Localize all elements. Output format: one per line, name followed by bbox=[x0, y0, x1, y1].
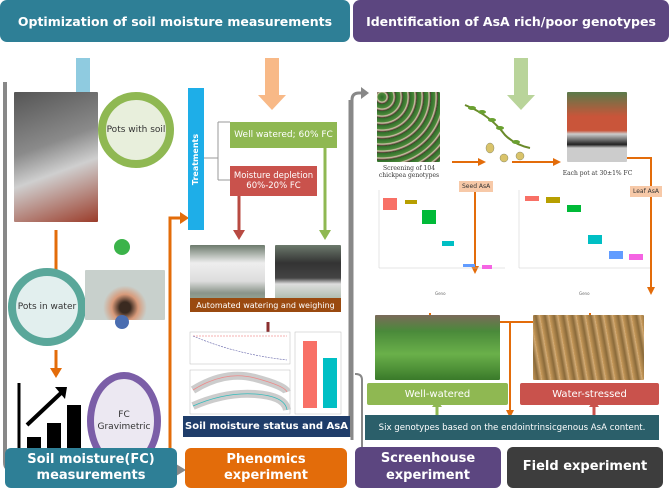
soil-moisture-plots bbox=[189, 331, 342, 415]
photo-chickpea-screening bbox=[377, 92, 440, 162]
automated-watering-label: Automated watering and weighing bbox=[190, 298, 341, 312]
seed-asa-tag: Seed AsA bbox=[459, 181, 494, 192]
seed-asa-boxplot: Geno bbox=[378, 190, 505, 296]
soil-moisture-status-label: Soil moisture status and AsA bbox=[183, 416, 350, 437]
blue-dot bbox=[115, 315, 129, 329]
photo-pot-on-scale bbox=[567, 92, 627, 162]
leaf-asa-tag: Leaf AsA bbox=[630, 186, 662, 197]
six-genotypes-bar: Six genotypes based on the endointrinsic… bbox=[365, 415, 659, 440]
well-watered-label: Well-watered bbox=[367, 383, 508, 405]
chickpea-plant-icon bbox=[464, 104, 531, 163]
green-dot bbox=[114, 239, 130, 255]
circle-pots-with-soil: Pots with soil bbox=[98, 92, 174, 168]
label-screenhouse-experiment: Screenhouse experiment bbox=[355, 447, 501, 488]
circle-pots-in-water: Pots in water bbox=[8, 268, 86, 346]
caption-pot: Each pot at 30±1% FC bbox=[562, 170, 633, 177]
label-phenomics-experiment: Phenomics experiment bbox=[185, 448, 347, 488]
photo-pots-in-water bbox=[85, 270, 165, 320]
svg-text:Geno: Geno bbox=[579, 291, 590, 296]
label-soil-moisture-fc: Soil moisture(FC) measurements bbox=[5, 448, 177, 488]
photo-scale-black-pot bbox=[275, 245, 341, 305]
moisture-depletion-treatment: Moisture depletion 60%-20% FC bbox=[230, 166, 317, 196]
header-optimization: Optimization of soil moisture measuremen… bbox=[0, 0, 350, 42]
photo-scale-white-pot bbox=[190, 245, 265, 305]
photo-field-water-stressed bbox=[533, 315, 644, 380]
leaf-asa-boxplot: Geno bbox=[518, 190, 650, 296]
label-treatments: Treatments bbox=[191, 133, 201, 185]
water-stressed-label: Water-stressed bbox=[520, 383, 659, 405]
caption-screening: Screening of 104 chickpea genotypes bbox=[378, 165, 440, 179]
treatments-bar: Treatments bbox=[188, 88, 204, 230]
label-fc-gravimetric: FC Gravimetric bbox=[97, 409, 151, 432]
header-identification: Identification of AsA rich/poor genotype… bbox=[353, 0, 669, 42]
label-pots-in-water: Pots in water bbox=[17, 301, 77, 312]
label-field-experiment: Field experiment bbox=[507, 447, 663, 488]
label-pots-with-soil: Pots with soil bbox=[106, 124, 166, 135]
well-watered-treatment: Well watered; 60% FC bbox=[230, 122, 337, 148]
svg-text:Geno: Geno bbox=[435, 291, 446, 296]
photo-pots-weighing bbox=[14, 92, 98, 222]
photo-field-well-watered bbox=[375, 315, 500, 380]
